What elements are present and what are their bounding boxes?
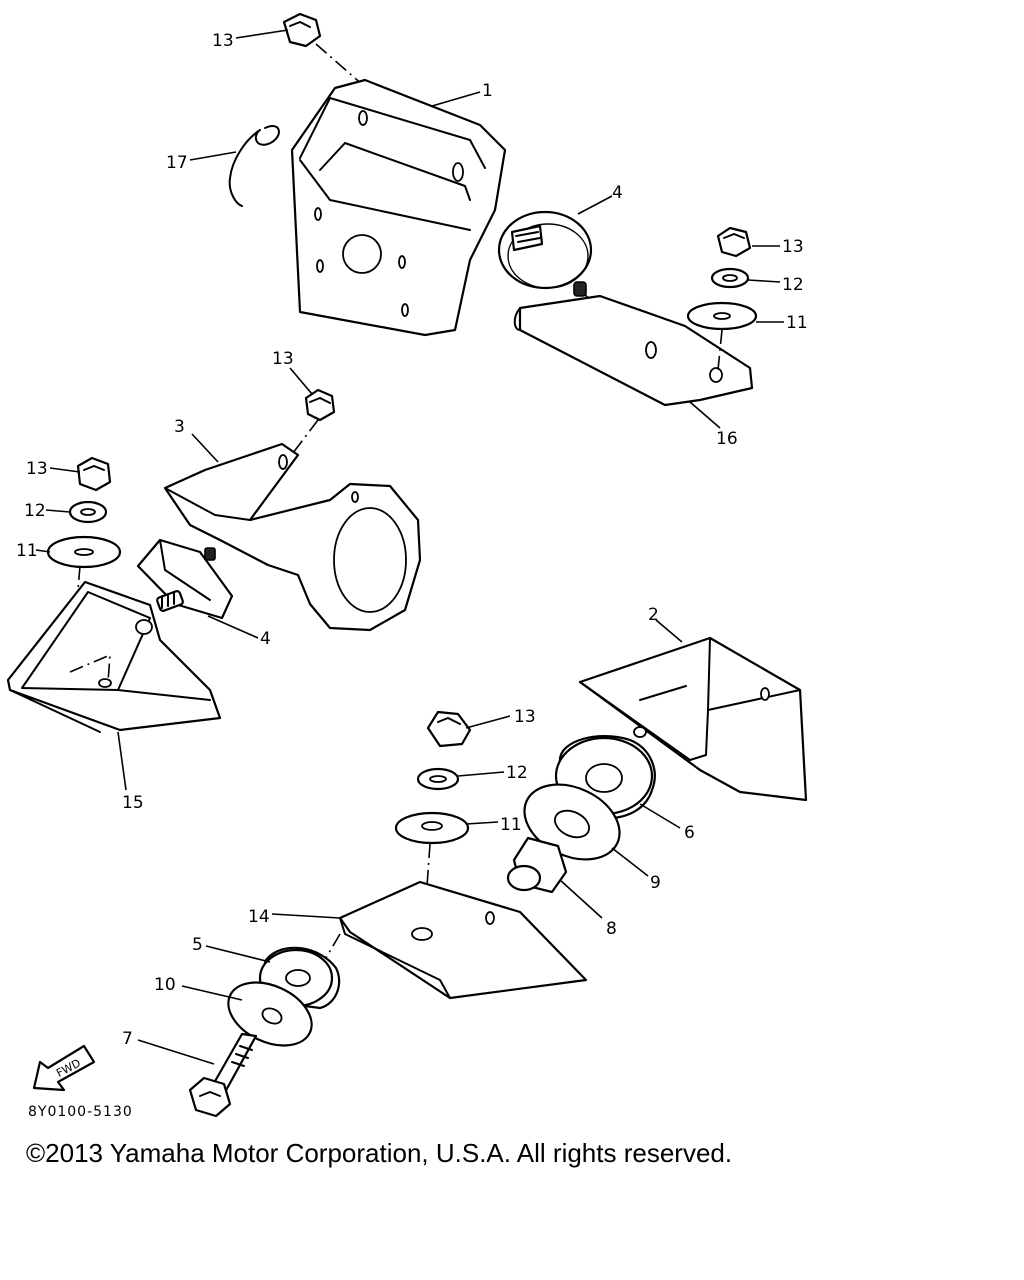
callout-labels: 13 1 17 4 13 12 11 13 16 3 13 12 11 4 2 … — [16, 31, 808, 1049]
part-3-stay — [163, 442, 422, 632]
part-8-collar — [506, 836, 568, 894]
callout-13: 13 — [212, 31, 234, 51]
copyright-notice: ©2013 Yamaha Motor Corporation, U.S.A. A… — [26, 1138, 733, 1168]
part-4-lower-mount — [136, 538, 234, 620]
callout-2: 2 — [648, 605, 659, 625]
callout-11: 11 — [786, 313, 808, 333]
callout-12: 12 — [24, 501, 46, 521]
callout-10: 10 — [154, 975, 176, 995]
part-11-right-washer — [686, 301, 758, 331]
callout-7: 7 — [122, 1029, 133, 1049]
part-12-center-washer — [416, 767, 460, 791]
part-11-center-washer — [394, 811, 470, 845]
part-14-plate — [338, 880, 588, 1000]
part-13-left-nut — [76, 456, 112, 492]
callout-1: 1 — [482, 81, 493, 101]
part-2-bracket — [578, 636, 808, 802]
callout-14: 14 — [248, 907, 270, 927]
part-13-middle-nut — [304, 388, 336, 422]
fwd-arrow-icon: FWD — [32, 1044, 96, 1092]
part-13-top-nut — [282, 12, 322, 48]
part-17-clip — [228, 125, 280, 207]
callout-12: 12 — [506, 763, 528, 783]
callout-4: 4 — [612, 183, 623, 203]
callout-13: 13 — [782, 237, 804, 257]
part-13-center-nut — [426, 710, 472, 748]
part-16-strap — [513, 294, 754, 407]
callout-16: 16 — [716, 429, 738, 449]
callout-4: 4 — [260, 629, 271, 649]
part-13-right-nut — [716, 226, 752, 258]
part-7-bolt — [188, 1032, 258, 1118]
callout-13: 13 — [272, 349, 294, 369]
callout-12: 12 — [782, 275, 804, 295]
callout-17: 17 — [166, 153, 188, 173]
part-1-bracket — [290, 78, 507, 337]
callout-8: 8 — [606, 919, 617, 939]
callout-3: 3 — [174, 417, 185, 437]
callout-5: 5 — [192, 935, 203, 955]
callout-13: 13 — [26, 459, 48, 479]
callout-15: 15 — [122, 793, 144, 813]
callout-13: 13 — [514, 707, 536, 727]
part-12-right-washer — [710, 267, 750, 289]
part-15-bracket — [6, 580, 222, 733]
part-10-washer — [227, 981, 313, 1047]
part-11-left-washer — [46, 535, 122, 569]
diagram-code: 8Y0100-5130 — [28, 1104, 133, 1120]
leader-lines — [35, 29, 784, 1065]
callout-11: 11 — [500, 815, 522, 835]
callout-11: 11 — [16, 541, 38, 561]
centerline-11-16 — [717, 329, 723, 371]
callout-9: 9 — [650, 873, 661, 893]
part-9-washer — [523, 783, 621, 861]
part-4-upper-mount — [497, 210, 593, 297]
part-12-left-washer — [68, 500, 108, 524]
callout-6: 6 — [684, 823, 695, 843]
